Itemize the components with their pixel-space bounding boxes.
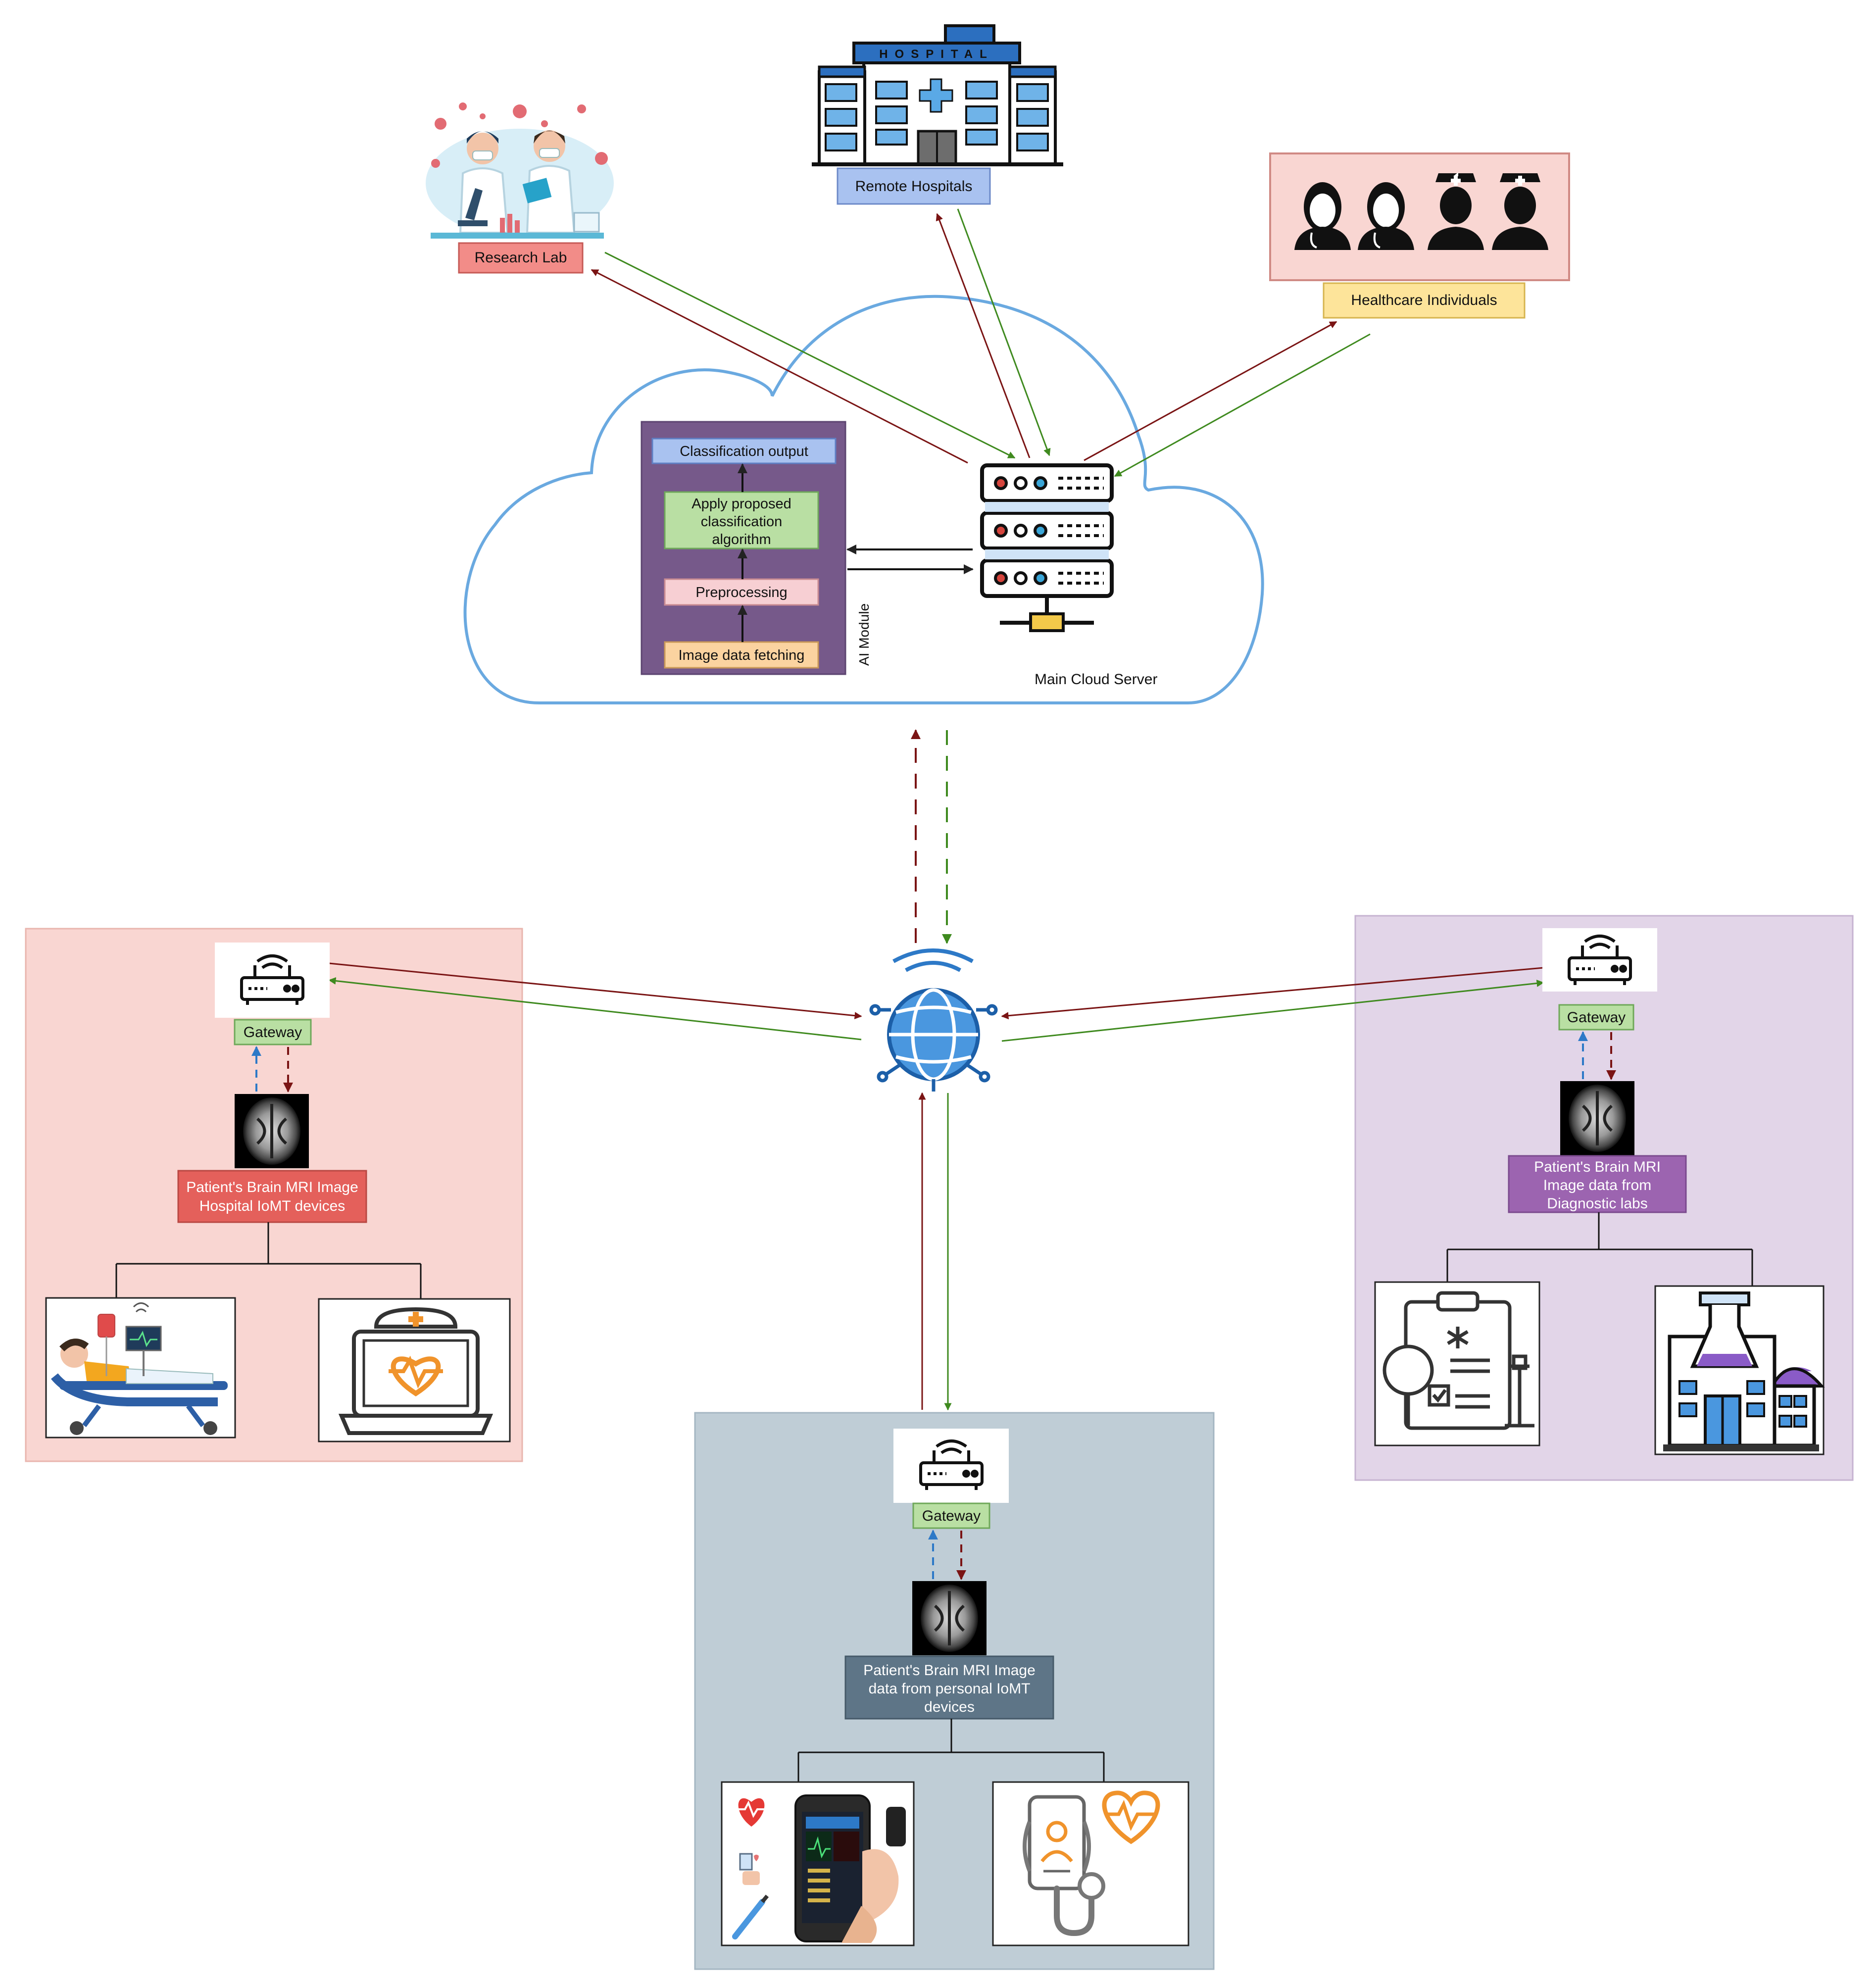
hospital-sign-text: HOSPITAL: [879, 48, 994, 61]
right-mri-thumbnail: [1560, 1081, 1634, 1155]
healthcare-individuals-label: Healthcare Individuals: [1351, 292, 1497, 308]
arrow-hospital-to-server: [957, 208, 1051, 456]
arrow-healthcare-to-server: [1114, 333, 1371, 477]
research-lab-label: Research Lab: [475, 249, 567, 266]
step-apply-algorithm-line2: classification: [701, 514, 782, 530]
router-icon: [919, 1440, 984, 1490]
bottom-caption-line2: data from personal IoMT: [869, 1681, 1031, 1697]
right-caption-box: [1508, 1155, 1687, 1213]
arrow-globe-to-left-gateway: [328, 977, 862, 1041]
nurse-icon-2: [1492, 173, 1548, 250]
internet-globe-icon: [869, 948, 998, 1092]
step-preprocessing-label: Preprocessing: [695, 585, 787, 600]
left-caption-box: [177, 1170, 367, 1223]
research-lab-illustration: [426, 102, 614, 239]
bottom-mri-thumbnail: [912, 1581, 987, 1655]
research-lab-label-box: [458, 242, 584, 274]
laptop-health-icon: [338, 1307, 494, 1435]
bottom-tree-connector: [797, 1719, 1105, 1782]
server-icon: [980, 463, 1114, 632]
bottom-caption-box: [844, 1655, 1054, 1720]
router-icon: [1568, 935, 1632, 985]
bottom-gateway-label: Gateway: [922, 1508, 981, 1524]
patient-bed-icon: [50, 1302, 228, 1435]
server-label: Main Cloud Server: [1035, 671, 1157, 688]
remote-hospitals-label: Remote Hospitals: [855, 178, 973, 195]
left-mri-thumbnail: [235, 1094, 309, 1168]
right-caption-line1: Patient's Brain MRI: [1534, 1159, 1661, 1175]
left-router-box: [215, 943, 330, 1018]
doctor-icon-1: [1294, 182, 1351, 250]
nurse-icon-1: [1428, 172, 1484, 250]
remote-hospitals-label-box: [837, 167, 991, 205]
arrow-right-gateway-to-globe: [1001, 967, 1544, 1020]
arrow-server-to-healthcare: [1084, 321, 1337, 461]
hospital-building-icon: [812, 24, 1063, 166]
arrow-server-to-hospital: [936, 213, 1031, 458]
right-gateway-box: [1558, 1004, 1634, 1031]
step-image-fetching: [664, 641, 819, 669]
step-classification-output-label: Classification output: [680, 444, 808, 459]
arrow-server-to-research-lab: [591, 269, 968, 464]
left-caption-line1: Patient's Brain MRI Image: [186, 1179, 358, 1195]
arrow-globe-to-right-gateway: [1001, 979, 1544, 1042]
left-caption-line2: Hospital IoMT devices: [199, 1198, 346, 1214]
step-apply-algorithm: [664, 491, 819, 549]
bottom-caption-line3: devices: [924, 1699, 975, 1715]
arrow-research-lab-to-server: [604, 251, 1016, 459]
ai-module-label: AI Module: [856, 603, 872, 666]
step-preprocessing: [664, 578, 819, 606]
healthcare-individuals-label-box: [1323, 282, 1526, 319]
smartphone-health-monitor-icon: [732, 1794, 906, 1943]
step-apply-algorithm-line1: Apply proposed: [691, 496, 791, 512]
left-gateway-box: [234, 1019, 312, 1045]
left-patient-bed-box: [45, 1297, 236, 1439]
right-router-box: [1542, 928, 1657, 992]
left-gateway-label: Gateway: [244, 1024, 302, 1041]
diagnostic-lab-building-icon: [1663, 1291, 1825, 1451]
wearable-health-device-icon: [1023, 1790, 1160, 1936]
step-image-fetching-label: Image data fetching: [679, 647, 805, 663]
bottom-gateway-box: [912, 1502, 990, 1529]
router-icon: [240, 954, 304, 1005]
right-caption-line3: Diagnostic labs: [1547, 1195, 1647, 1212]
right-gateway-label: Gateway: [1567, 1009, 1626, 1026]
arrow-left-gateway-to-globe: [329, 962, 862, 1020]
step-apply-algorithm-line3: algorithm: [712, 532, 771, 547]
diagnostic-report-icon: [1382, 1291, 1534, 1430]
right-caption-line2: Image data from: [1543, 1177, 1651, 1193]
right-tree-connector: [1446, 1212, 1753, 1286]
bottom-caption-line1: Patient's Brain MRI Image: [863, 1662, 1036, 1679]
left-tree-connector: [115, 1222, 422, 1299]
doctor-icon-2: [1358, 182, 1414, 250]
